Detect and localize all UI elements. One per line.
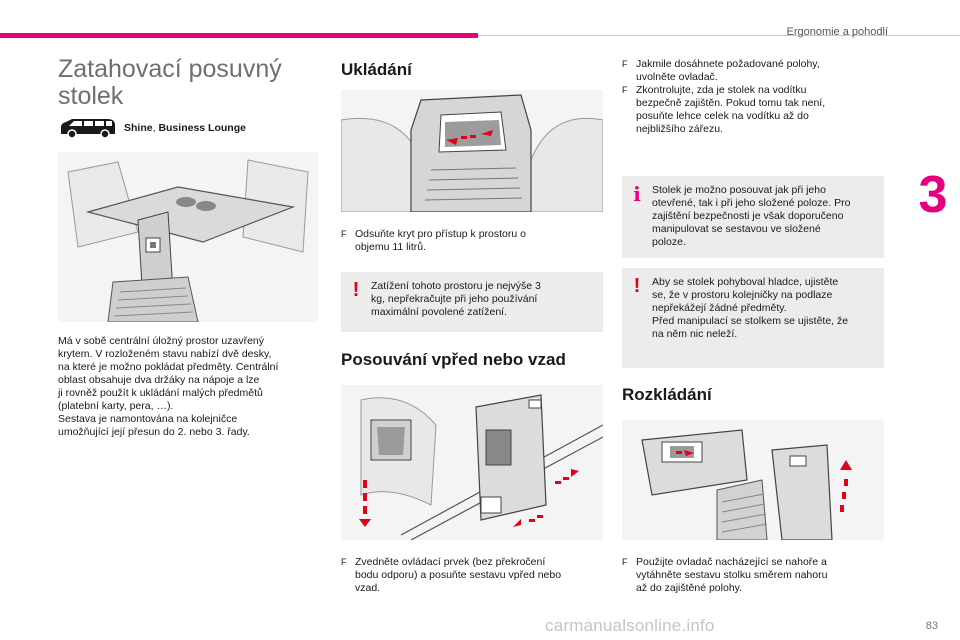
release-line-1: Jakmile dosáhnete požadované polohy, [636,58,820,70]
warning-icon: ! [352,279,360,301]
intro-line-7: Sestava je namontována na kolejničce [58,413,238,425]
slide-bullet: F Zvedněte ovládací prvek (bez překročen… [341,556,603,595]
release-bullets: F Jakmile dosáhnete požadované polohy, u… [622,58,884,136]
slide-bullet-line-1: Zvedněte ovládací prvek (bez překročení [355,556,546,568]
watermark: carmanualsonline.info [545,616,715,635]
slide-bullet-item: F Zvedněte ovládací prvek (bez překročen… [341,556,603,595]
bullet-text: Jakmile dosáhnete požadované polohy, uvo… [636,58,820,84]
info-icon: i [633,182,641,206]
unfold-line-2: vytáhněte sestavu stolku směrem nahoru [636,569,828,581]
illustration-slide [341,385,603,540]
check-bullet-item: F Zkontrolujte, zda je stolek na vodítku… [622,84,884,136]
table-cabin-drawing [58,152,318,322]
check-line-2: bezpečně zajištěn. Pokud tomu tak není, [636,97,826,109]
rail-warning-line-1: Aby se stolek pohyboval hladce, ujistěte [652,276,839,288]
check-line-3: posuňte lehce celek na vodítku až do [636,110,809,122]
storage-warning-line-3: maximální povolené zatížení. [371,306,507,318]
intro-line-6: (platební karty, pera, …). [58,400,174,412]
intro-line-8: umožňující její přesun do 2. nebo 3. řad… [58,426,250,438]
unfold-bullet: F Použijte ovladač nacházející se nahoře… [622,556,884,595]
slide-bullet-line-2: bodu odporu) a posuňte sestavu vpřed neb… [355,569,562,581]
page-title-line-2: stolek [58,82,124,110]
storage-drawing [341,90,603,212]
intro-line-2: krytem. V rozloženém stavu nabízí dvě de… [58,348,272,360]
header-rule [478,35,960,36]
slide-bullet-line-3: vzad. [355,582,381,594]
chapter-title: Ergonomie a pohodlí [786,26,888,38]
unfold-line-1: Použijte ovladač nacházející se nahoře a [636,556,827,568]
version-business-lounge: Business Lounge [158,122,246,134]
bullet-text: Zvedněte ovládací prvek (bez překročení … [355,556,561,595]
version-row: Shine, Business Lounge [58,116,246,140]
storage-bullet-line-1: Odsuňte kryt pro přístup k prostoru o [355,228,526,240]
storage-warning-line-2: kg, nepřekračujte při jeho používání [371,293,538,305]
rail-warning-line-4: Před manipulací se stolkem se ujistěte, … [652,315,849,327]
check-line-1: Zkontrolujte, zda je stolek na vodítku [636,84,807,96]
rail-warning-box: ! Aby se stolek pohyboval hladce, ujistě… [622,268,884,368]
release-line-2: uvolněte ovladač. [636,71,718,83]
heading-unfold-wrap: Rozkládání [622,385,712,405]
bullet-marker: F [341,557,347,567]
intro-text-block: Má v sobě centrální úložný prostor uzavř… [58,335,323,439]
page-title: Zatahovací posuvný stolek [58,56,323,110]
version-separator: , [152,122,159,134]
bullet-marker: F [622,85,628,95]
storage-bullet-item: F Odsuňte kryt pro přístup k prostoru o … [341,228,603,254]
intro-line-1: Má v sobě centrální úložný prostor uzavř… [58,335,265,347]
van-icon [61,119,115,139]
rail-warning-line-5: na něm nic neleží. [652,328,738,340]
info-line-2: otevřené, tak i při jeho složené poloze.… [652,197,851,209]
version-shine: Shine [124,122,153,134]
warning-icon: ! [633,275,641,297]
bullet-marker: F [622,59,628,69]
storage-warning-line-1: Zatížení tohoto prostoru je nejvýše 3 [371,280,541,292]
heading-slide-wrap: Posouvání vpřed nebo vzad [341,350,566,370]
illustration-table-cabin [58,152,318,322]
unfold-bullet-item: F Použijte ovladač nacházející se nahoře… [622,556,884,595]
slide-drawing [341,385,603,540]
storage-bullet: F Odsuňte kryt pro přístup k prostoru o … [341,228,603,254]
storage-warning-box: ! Zatížení tohoto prostoru je nejvýše 3 … [341,272,603,332]
heading-storage-wrap: Ukládání [341,60,412,80]
info-box: i Stolek je možno posouvat jak při jeho … [622,176,884,258]
info-line-1: Stolek je možno posouvat jak při jeho [652,184,826,196]
unfold-drawing [622,420,884,540]
check-line-4: nejbližšího zářezu. [636,123,723,135]
chapter-number: 3 [918,166,948,224]
rail-warning-line-3: nepřekážejí žádné předměty. [652,302,787,314]
storage-bullet-line-2: objemu 11 litrů. [355,241,427,253]
page-number: 83 [925,620,938,632]
heading-slide: Posouvání vpřed nebo vzad [341,350,566,369]
version-labels: Shine, Business Lounge [124,122,246,134]
illustration-storage [341,90,603,212]
info-line-5: poloze. [652,236,686,248]
intro-line-4: oblast obsahuje dva držáky na nápoje a l… [58,374,260,386]
heading-storage: Ukládání [341,60,412,79]
bullet-text: Použijte ovladač nacházející se nahoře a… [636,556,827,595]
illustration-unfold [622,420,884,540]
page-title-line-1: Zatahovací posuvný [58,55,282,83]
info-line-3: zajištění bezpečnosti je však doporučeno [652,210,844,222]
rail-warning-line-2: se, že v prostoru kolejničky na podlaze [652,289,833,301]
bullet-marker: F [622,557,628,567]
release-bullet-item: F Jakmile dosáhnete požadované polohy, u… [622,58,884,84]
header-accent-bar [0,33,478,38]
info-line-4: manipulovat se sestavou ve složené [652,223,821,235]
bullet-text: Zkontrolujte, zda je stolek na vodítku b… [636,84,825,136]
column-1: Zatahovací posuvný stolek Shine, Busines… [58,56,323,139]
intro-line-3: na které je možno pokládat předměty. Cen… [58,361,279,373]
bullet-marker: F [341,229,347,239]
heading-unfold: Rozkládání [622,385,712,404]
unfold-line-3: až do zajištěné polohy. [636,582,743,594]
intro-line-5: ji rovněž použít k ukládání malých předm… [58,387,263,399]
bullet-text: Odsuňte kryt pro přístup k prostoru o ob… [355,228,526,254]
